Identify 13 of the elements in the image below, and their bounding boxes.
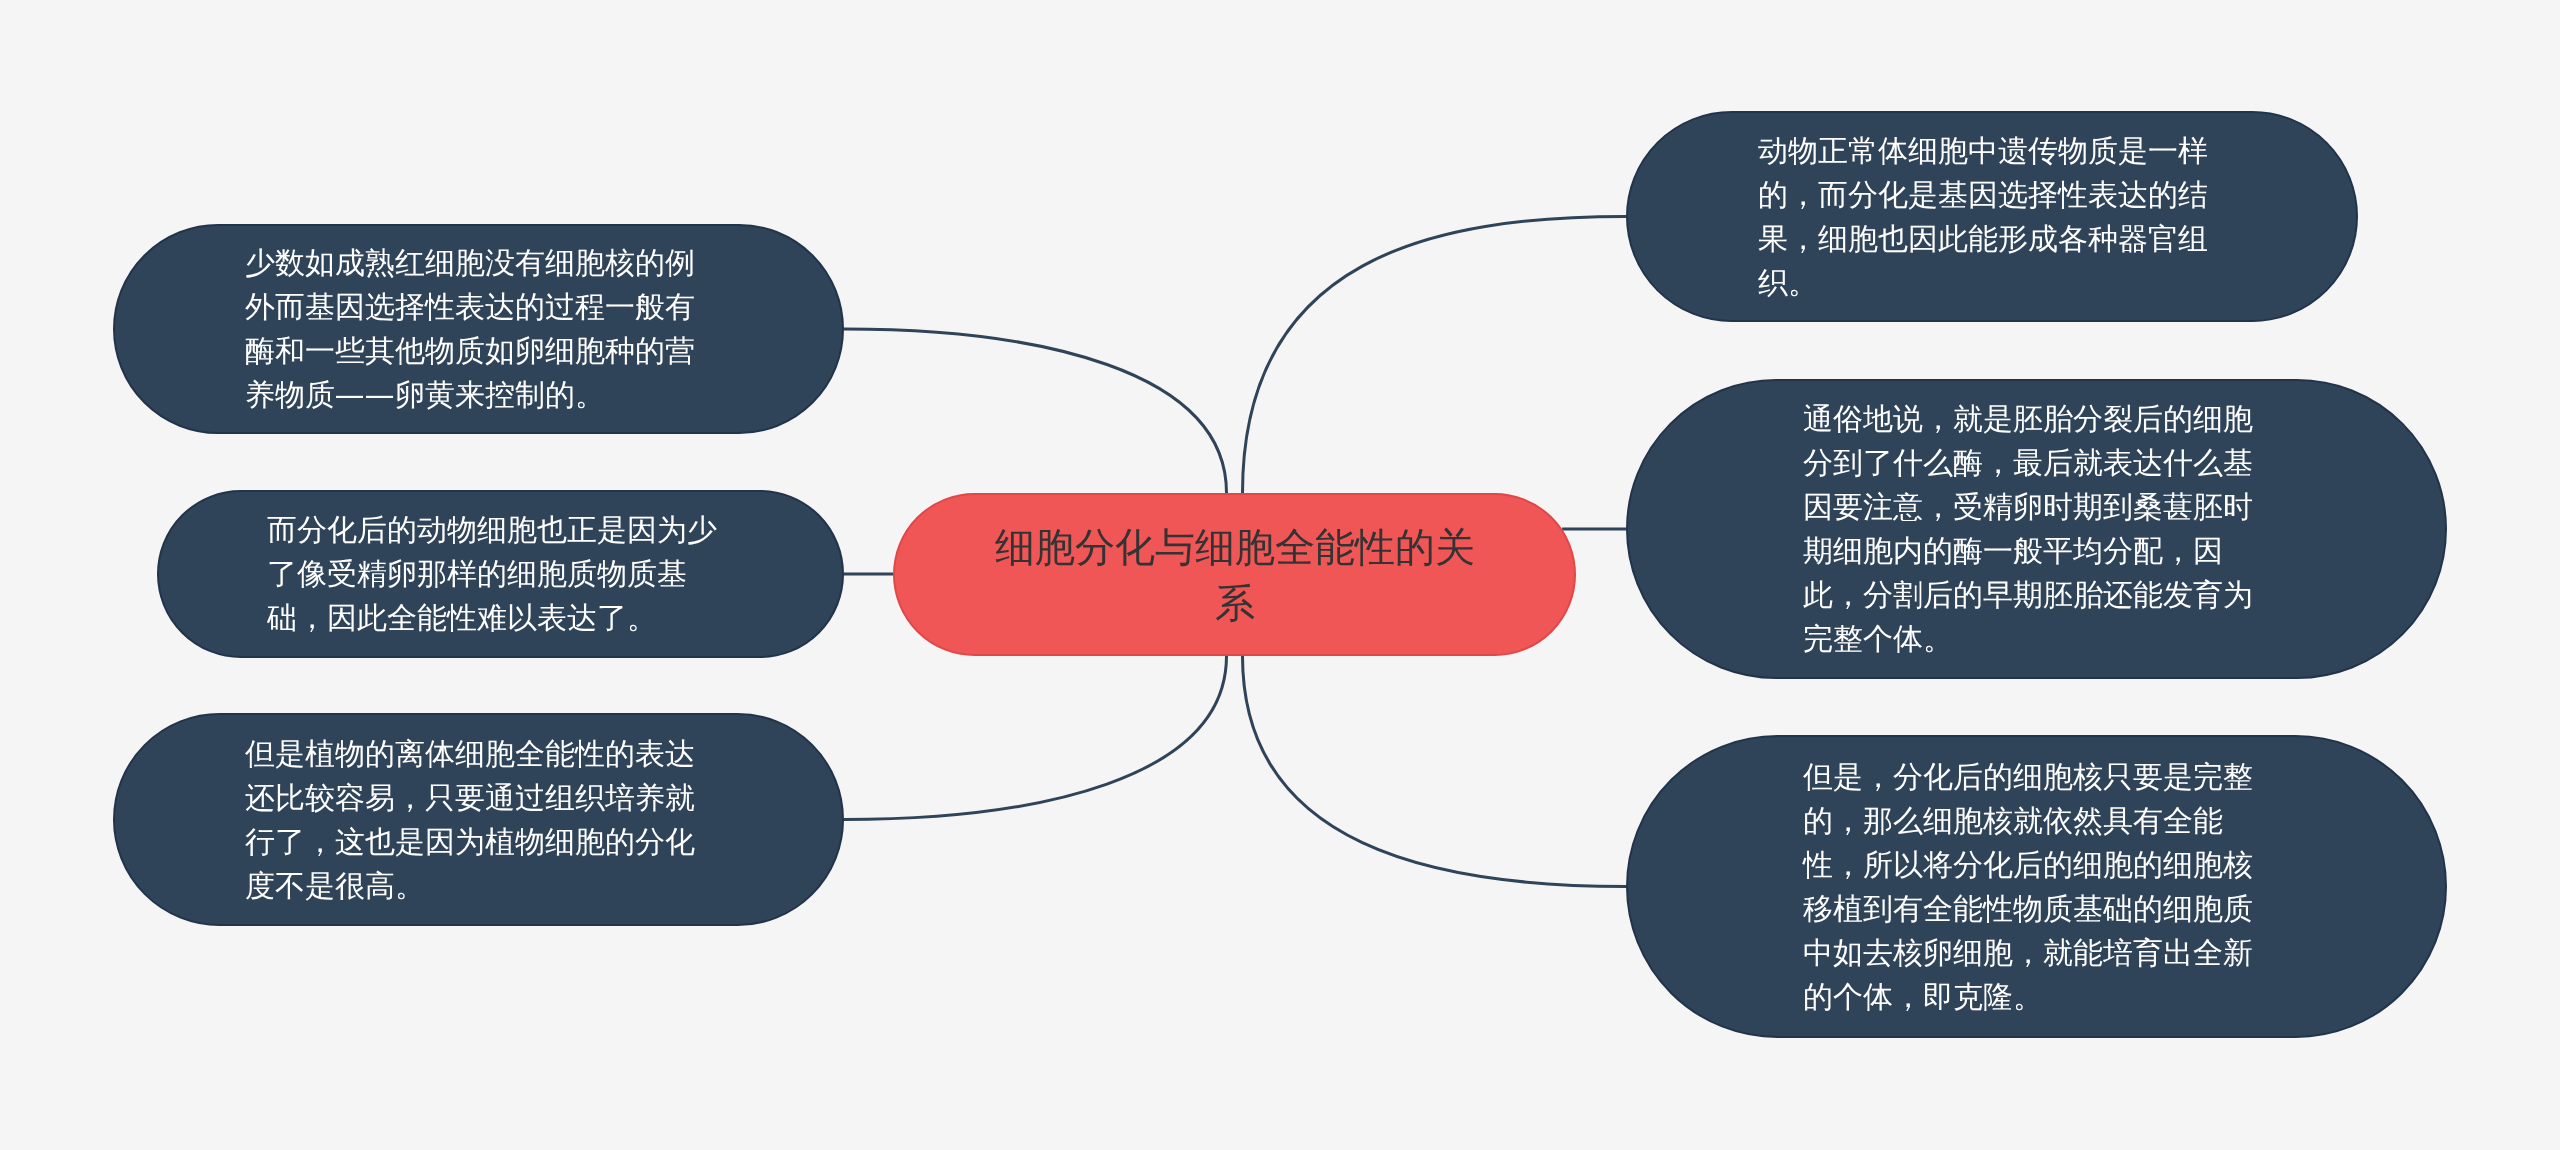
connector-line [843,327,1228,494]
topic-text: 少数如成熟红细胞没有细胞核的例外而基因选择性表达的过程一般有酶和一些其他物质如卵细胞种的营养物质——卵黄来控制的。 [244,244,696,414]
topic-text: 而分化后的动物细胞也正是因为少了像受精卵那样的细胞质物质基础，因此全能性难以表达了。 [266,511,718,637]
connector-line [844,572,893,576]
topic-text: 通俗地说，就是胚胎分裂后的细胞分到了什么酶，最后就表达什么基因要注意，受精卵时期到桑葚胚时期细胞内的酶一般平均分配，因此，分割后的早期胚胎还能发育为完整个体。 [1802,400,2254,658]
topic-text: 但是植物的离体细胞全能性的表达还比较容易，只要通过组织培养就行了，这也是因为植物细胞的分化度不是很高。 [244,734,696,905]
topic-text: 动物正常体细胞中遗传物质是一样的，而分化是基因选择性表达的结果，细胞也因此能形成各种器官组织。 [1758,131,2209,302]
connector-line [1241,215,1627,494]
connector-line [843,655,1228,821]
connector-line [1562,527,1626,531]
connector-line [1241,655,1627,888]
central-topic-text: 细胞分化与细胞全能性的关系 [993,522,1476,628]
topic-text: 但是，分化后的细胞核只要是完整的，那么细胞核就依然具有全能性，所以将分化后的细胞的细胞核移植到有全能性物质基础的细胞质中如去核卵细胞，就能培育出全新的个体，即克隆。 [1802,757,2254,1016]
